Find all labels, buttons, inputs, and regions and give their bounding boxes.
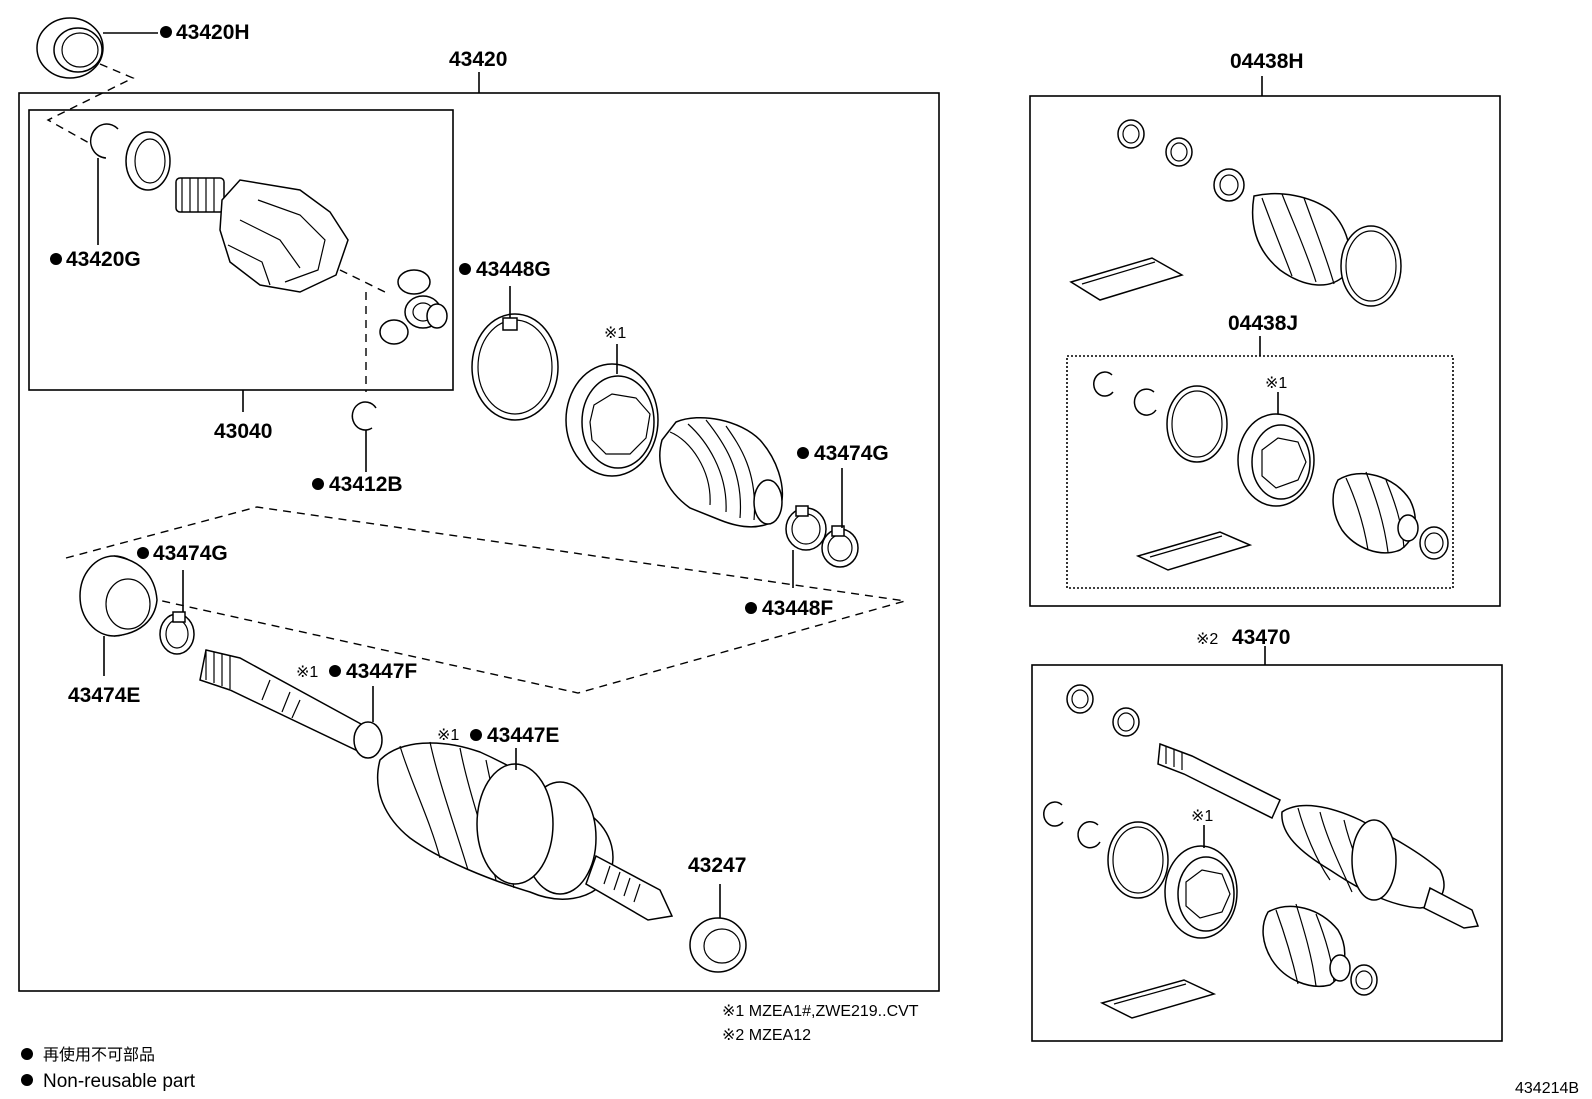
part-label-43412B: 43412B [329,473,403,496]
part-label-43247: 43247 [688,854,746,877]
inboard-boot [659,416,784,528]
kit-04438H: 04438H [1029,50,1501,607]
part-43420G: 43420G [50,123,171,271]
part-label-43474G-bottom: 43474G [153,542,228,565]
figure-id: 434214B [1515,1080,1579,1097]
part-label-43448F: 43448F [762,597,833,620]
part-43474G-top: 43474G [797,442,889,568]
dashed-leader [46,63,135,149]
mark-m1-b: ※1 [296,664,318,681]
part-43447F: ※1 43447F [296,660,417,722]
part-43474G-bottom: 43474G [137,542,228,655]
mark-m1-e: ※1 [1191,808,1213,825]
note-m1: ※1 MZEA1#,ZWE219..CVT [722,1003,919,1020]
drive-shaft [199,649,383,759]
legend-en: Non-reusable part [43,1071,196,1092]
dashed-leader-tripod [339,269,386,293]
part-label-04438J: 04438J [1228,312,1298,335]
part-43447E: ※1 43447E [437,724,559,885]
part-label-43447F: 43447F [346,660,417,683]
note-m2: ※2 MZEA12 [722,1027,811,1044]
part-label-43420H: 43420H [176,21,250,44]
part-43420H: 43420H [36,17,250,79]
kit-43470: ※2 43470 ※1 [1031,626,1503,1042]
mark-m1-c: ※1 [437,727,459,744]
tripod-joint [379,269,448,345]
part-43412B: 43412B [312,401,403,496]
part-43448F: 43448F [745,505,833,620]
part-label-43470: 43470 [1232,626,1290,649]
part-label-43447E: 43447E [487,724,559,747]
part-label-43474G-top: 43474G [814,442,889,465]
part-label-43420G: 43420G [66,248,141,271]
mark-m2-a: ※2 [1196,631,1218,648]
part-43474E: 43474E [68,555,158,707]
group-43420: 43420 [18,48,940,992]
part-43247: 43247 [688,854,747,973]
part-label-04438H: 04438H [1230,50,1304,73]
mark-m1-d: ※1 [1265,375,1287,392]
inboard-joint-housing [175,177,349,293]
group-43040: 43040 [28,109,454,443]
kit-04438J: 04438J ※1 [1066,312,1454,589]
part-label-43040: 43040 [214,420,272,443]
part-outer-ring-m1: ※1 [565,325,659,477]
dashed-outline [65,506,906,694]
part-label-43420: 43420 [449,48,507,71]
part-label-43448G: 43448G [476,258,551,281]
part-label-43474E: 43474E [68,684,140,707]
part-43448G: 43448G [459,258,559,421]
mark-m1-a: ※1 [604,325,626,342]
legend-jp: 再使用不可部品 [43,1046,155,1064]
